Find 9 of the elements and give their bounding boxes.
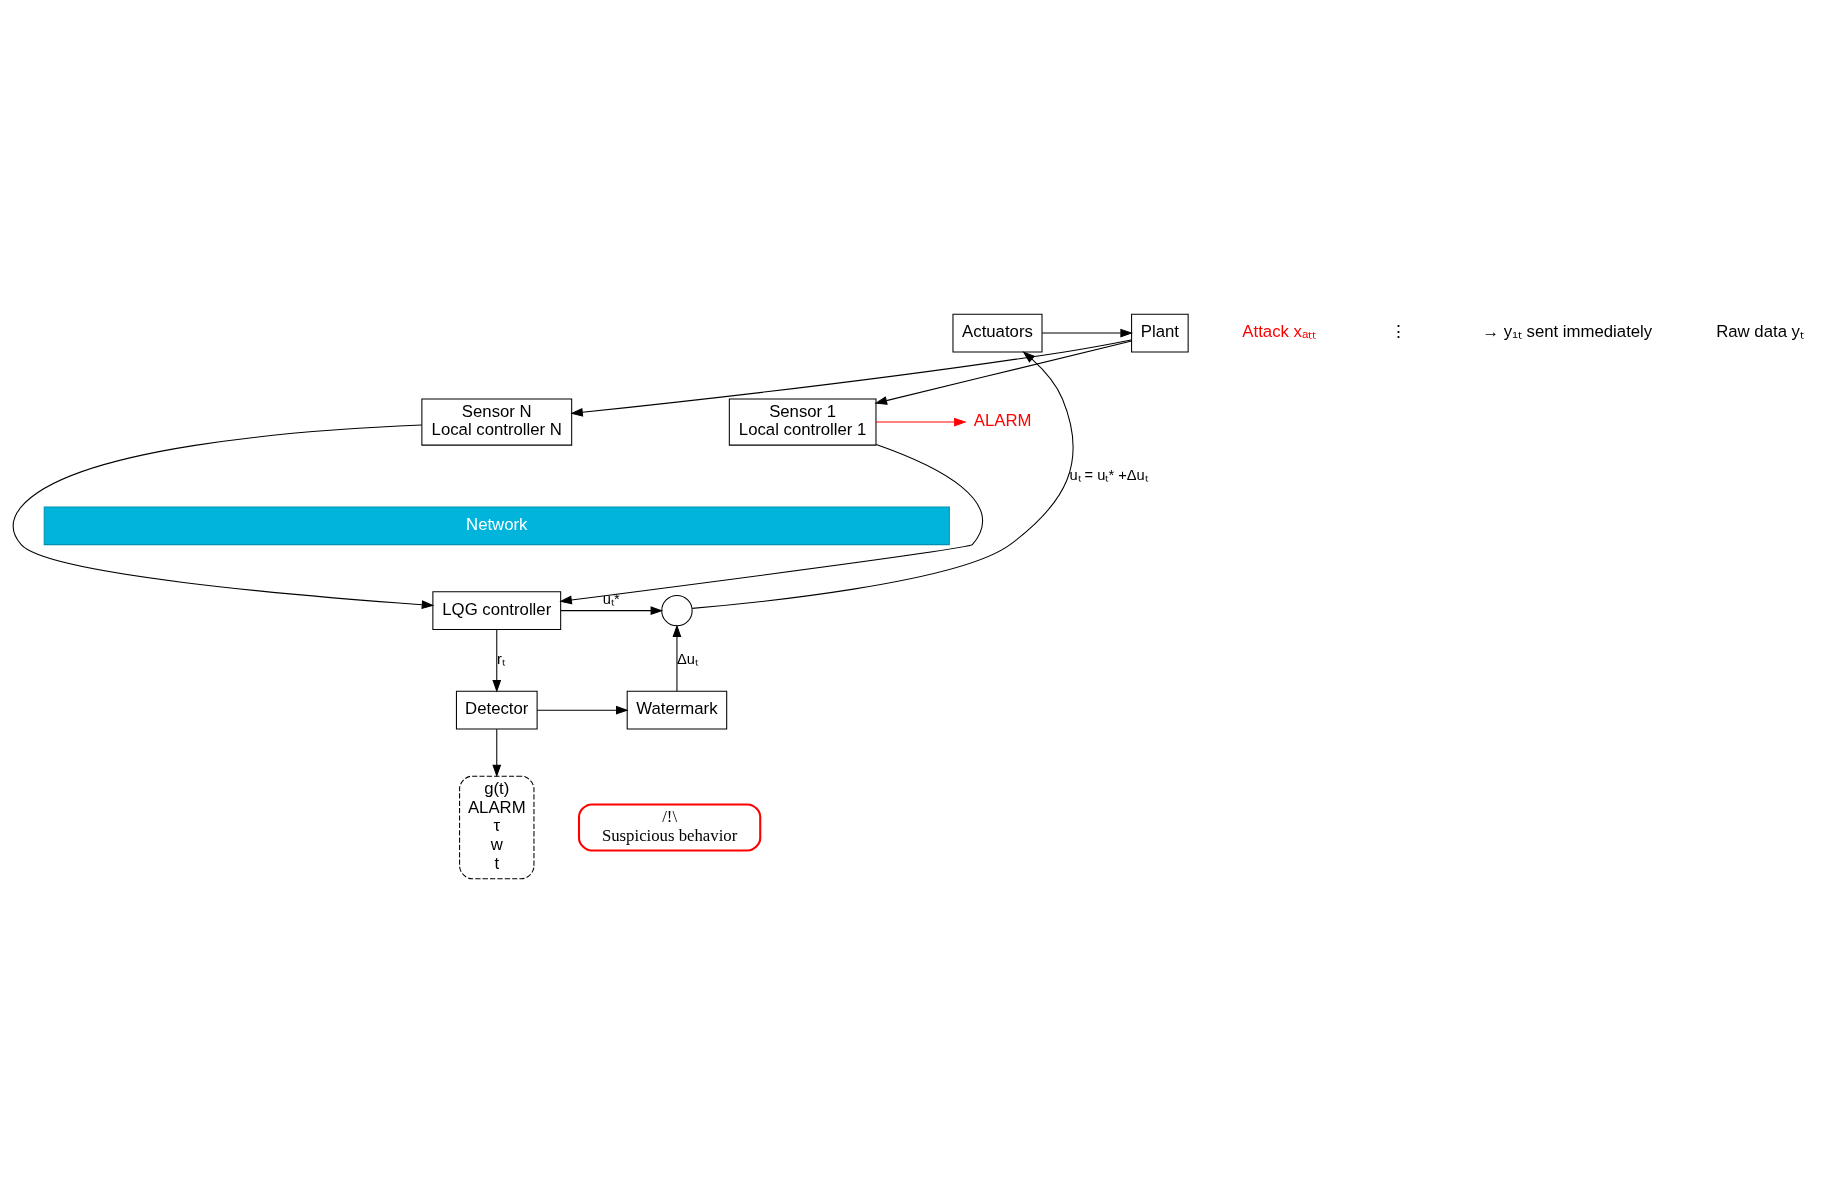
edge-label: uₜ*	[602, 590, 620, 607]
edge-label: rₜ	[497, 650, 505, 667]
edge-label: uₜ = uₜ* +Δuₜ	[1069, 466, 1148, 483]
label: → y₁ₜ sent immediately	[1482, 321, 1653, 341]
label: Raw data yₜ	[1716, 321, 1804, 341]
edge-label: Δuₜ	[676, 650, 698, 667]
label: ⋮	[1390, 321, 1408, 341]
node-text: ALARM	[973, 410, 1032, 430]
label: Attack xₐₜₜ	[1242, 321, 1317, 341]
